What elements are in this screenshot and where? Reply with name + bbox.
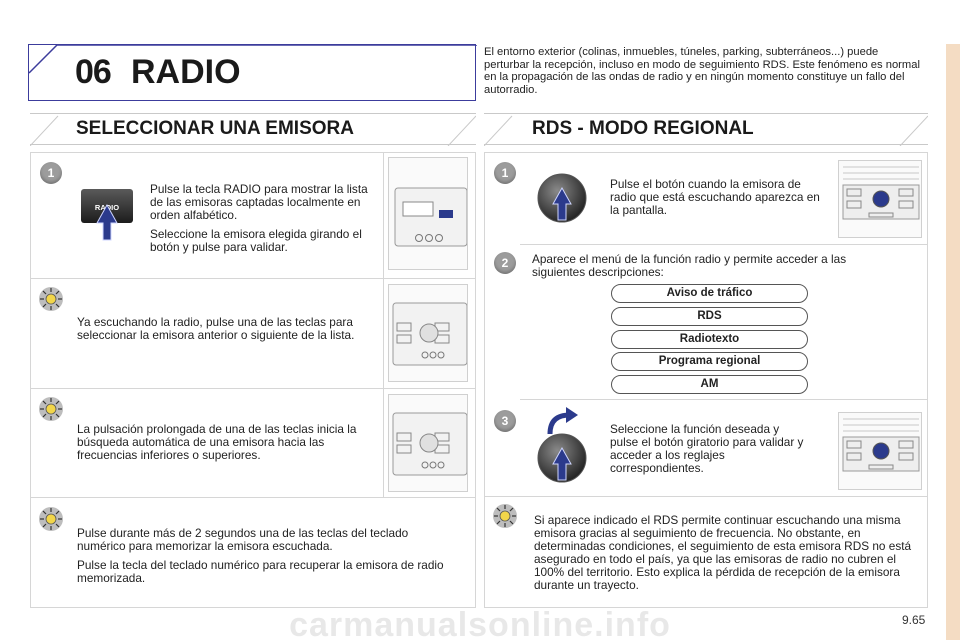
device-thumbnail	[838, 412, 922, 490]
device-thumbnail	[388, 394, 468, 492]
tip2-text: La pulsación prolongada de una de las te…	[77, 422, 357, 462]
device-thumbnail	[388, 157, 468, 270]
divider	[30, 388, 476, 389]
radio-front-icon	[842, 166, 920, 220]
step1-text-1: Pulse la tecla RADIO para mostrar la lis…	[150, 182, 368, 222]
page-number: 9.65	[902, 613, 926, 627]
menu-item-radiotext[interactable]: Radiotexto	[611, 330, 808, 349]
menu-item-regional[interactable]: Programa regional	[611, 352, 808, 371]
tip1-text: Ya escuchando la radio, pulse una de las…	[77, 315, 355, 342]
radio-key-icon: RADIO	[81, 189, 133, 241]
step-badge-2: 2	[494, 252, 516, 274]
left-section-title: SELECCIONAR UNA EMISORA	[76, 118, 354, 139]
tip-light-icon	[38, 396, 64, 422]
chapter-number: 06	[75, 53, 112, 91]
title-bar-corner	[30, 115, 476, 146]
rds-tip-text: Si aparece indicado el RDS permite conti…	[534, 513, 912, 592]
watermark: carmanualsonline.info	[289, 606, 671, 640]
radio-keys-icon	[392, 412, 467, 476]
rotary-knob-illustration	[536, 432, 588, 484]
left-section-title-bar: SELECCIONAR UNA EMISORA	[30, 113, 476, 146]
step1-text-2: Seleccione la emisora elegida girando el…	[150, 227, 362, 254]
device-thumbnail	[388, 284, 468, 382]
radio-keys-icon	[392, 302, 467, 366]
rotary-knob-icon	[537, 433, 587, 483]
step1-instructions: Pulse la tecla RADIO para mostrar la lis…	[150, 183, 372, 254]
menu-item-rds[interactable]: RDS	[611, 307, 808, 326]
reception-note: El entorno exterior (colinas, inmuebles,…	[484, 46, 920, 97]
rotary-knob-icon	[537, 173, 587, 223]
right-step1-text: Pulse el botón cuando la emisora de radi…	[610, 177, 820, 217]
tip-light-icon	[38, 286, 64, 312]
tip3-text: Pulse durante más de 2 segundos una de l…	[77, 527, 457, 585]
tip3-text-1: Pulse durante más de 2 segundos una de l…	[77, 526, 409, 553]
step-badge-1: 1	[494, 162, 516, 184]
rotate-arrow-icon	[544, 406, 580, 436]
divider	[520, 244, 928, 245]
menu-item-traffic[interactable]: Aviso de tráfico	[611, 284, 808, 303]
chapter-tab-shape	[29, 45, 477, 74]
divider	[520, 399, 928, 400]
chapter-header	[28, 44, 477, 101]
radio-front-icon	[842, 418, 920, 472]
menu-item-am[interactable]: AM	[611, 375, 808, 394]
step-badge-1: 1	[40, 162, 62, 184]
right-step3-text: Seleccione la función deseada y pulse el…	[610, 422, 804, 475]
chapter-title: RADIO	[131, 53, 241, 91]
step-badge-3: 3	[494, 410, 516, 432]
right-section-title: RDS - MODO REGIONAL	[532, 118, 754, 139]
right-step2-text: Aparece el menú de la función radio y pe…	[532, 252, 847, 279]
device-thumbnail	[838, 160, 922, 238]
divider	[484, 496, 928, 497]
divider	[30, 497, 476, 498]
tip-light-icon	[38, 506, 64, 532]
radio-key-illustration: RADIO	[80, 185, 134, 241]
title-bar-corner	[484, 115, 928, 146]
rotary-knob-illustration	[536, 172, 588, 224]
right-section-title-bar: RDS - MODO REGIONAL	[484, 113, 928, 146]
side-color-bar	[946, 44, 960, 640]
tip-light-icon	[492, 503, 518, 529]
divider	[30, 278, 476, 279]
tip3-text-2: Pulse la tecla del teclado numérico para…	[77, 558, 444, 585]
thumb-frame-line	[383, 152, 384, 497]
radio-unit-icon	[394, 187, 467, 247]
